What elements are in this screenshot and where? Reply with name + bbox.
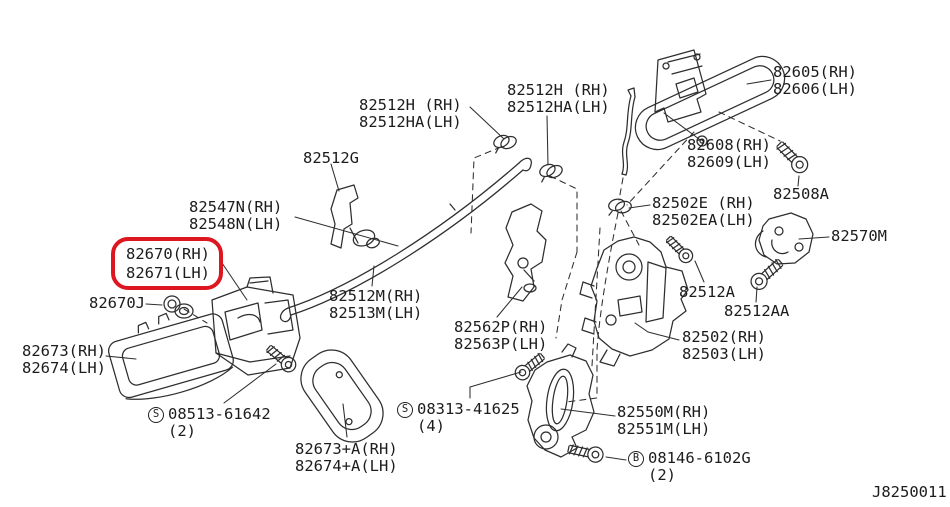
lock-assembly-82502-drawing [580,237,688,366]
rod-82512m-drawing [281,158,532,321]
part-label-82512m: 82512M(RH)82513M(LH) [329,287,423,322]
part-label-82670j: 82670J [89,294,145,312]
circle-s-marker: S [148,406,164,423]
part-label-82502e: 82502E (RH)82502EA(LH) [652,194,755,229]
circle-s-marker: S [397,401,413,418]
bracket-82562p-drawing [505,204,546,301]
grommet-82670j-drawing [164,296,193,318]
clip-82512h-drawing-2 [535,158,565,184]
bolt-08146-drawing [566,440,606,465]
circle-b-marker: B [628,450,644,467]
quantity-note: (2) [648,466,676,484]
inside-handle-82670-drawing [212,277,300,375]
bracket-82512g-drawing [331,185,381,249]
actuator-82550m-drawing [527,344,594,457]
quantity-note: (4) [417,417,445,435]
part-label-82608: 82608(RH)82609(LH) [687,136,771,171]
part-label-82512h-a: 82512H (RH)82512HA(LH) [359,96,462,131]
part-label-82605: 82605(RH)82606(LH) [773,63,857,98]
screw-82508a-drawing [772,137,812,177]
part-label-82512aa: 82512AA [724,302,790,320]
escutcheon-82673-drawing [103,299,238,408]
screw-82512aa-drawing [747,255,787,294]
striker-82570m-drawing [755,213,813,264]
clip-82512h-drawing-1 [489,129,519,155]
dashed-reference-lines [184,112,780,402]
gasket-82673a-drawing [292,341,393,452]
part-label-82673a: 82673+A(RH)82674+A(LH) [295,440,398,475]
part-label-82512g: 82512G [303,149,359,167]
part-label-82550m: 82550M(RH)82551M(LH) [617,403,711,438]
part-label-82512a: 82512A [679,283,735,301]
leader-lines [106,80,829,460]
outside-handle-drawing [628,49,792,156]
part-label-82673: 82673(RH)82674(LH) [22,342,106,377]
screw-08313-drawing [511,349,548,384]
part-label-82547n: 82547N(RH)82548N(LH) [189,198,283,233]
part-label-82502: 82502(RH)82503(LH) [682,328,766,363]
part-label-82562p: 82562P(RH)82563P(LH) [454,318,548,353]
clip-82502e-drawing [604,195,634,218]
outside-handle-rod-drawing [622,88,635,175]
screw-82512a-drawing [663,233,696,266]
part-label-82670: 82670(RH)82671(LH) [111,237,223,290]
part-label-82508a: 82508A [773,185,829,203]
quantity-note: (2) [168,422,196,440]
part-label-82512h-b: 82512H (RH)82512HA(LH) [507,81,610,116]
part-label-82570m: 82570M [831,227,887,245]
diagram-code: J8250011 [872,483,947,501]
